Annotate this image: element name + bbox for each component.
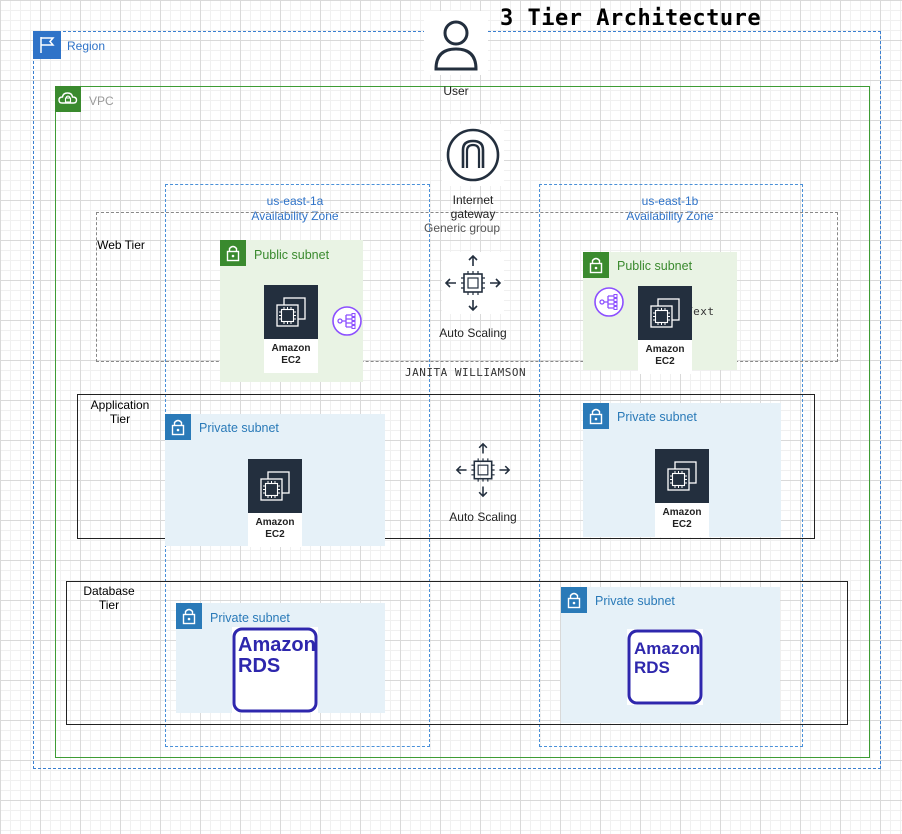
- user-label: User: [443, 84, 469, 98]
- ec2-icon: [638, 286, 692, 340]
- database-tier-container: [66, 581, 848, 725]
- rds-label: Amazon RDS: [634, 639, 701, 677]
- lock-icon: [165, 414, 191, 440]
- az-a-name: us-east-1a: [266, 194, 324, 208]
- database-tier-label-line2: Tier: [98, 598, 120, 612]
- az-b-name: us-east-1b: [641, 194, 699, 208]
- igw-label-line2: gateway: [450, 207, 496, 221]
- database-tier-label-line1: Database: [83, 584, 135, 598]
- public-subnet-b-label: Public subnet: [617, 259, 693, 273]
- region-label: Region: [67, 39, 106, 53]
- generic-group-container: [96, 212, 838, 362]
- internet-gateway-label: Internet gateway: [432, 193, 514, 221]
- lock-icon: [583, 252, 609, 278]
- auto-scaling-app-label: Auto Scaling: [449, 510, 517, 524]
- web-tier-label: Web Tier: [97, 238, 145, 252]
- application-tier-container: [77, 394, 815, 539]
- lock-icon: [561, 587, 587, 613]
- stray-text-label: Text: [686, 305, 715, 318]
- rds-label-line2: RDS: [634, 658, 670, 677]
- ec2-label: Amazon EC2: [655, 507, 709, 531]
- ec2-label-line1: Amazon: [271, 343, 311, 354]
- load-balancer-icon: [331, 305, 363, 337]
- rds-label-line1: Amazon: [634, 639, 701, 658]
- private-subnet-app-b-label: Private subnet: [617, 410, 697, 424]
- ec2-icon: [248, 459, 302, 513]
- lock-icon: [176, 603, 202, 629]
- ec2-label: Amazon EC2: [264, 343, 318, 367]
- ec2-label-line2: EC2: [281, 355, 301, 366]
- application-tier-label-line1: Application: [90, 398, 150, 412]
- generic-group-label: Generic group: [424, 221, 501, 235]
- vpc-container: [55, 86, 870, 758]
- application-tier-label-line2: Tier: [109, 412, 131, 426]
- internet-gateway-icon: [442, 124, 504, 186]
- database-tier-label: Database Tier: [74, 584, 144, 612]
- ec2-label-line1: Amazon: [645, 344, 685, 355]
- region-flag-icon: [33, 31, 61, 59]
- ec2-icon: [655, 449, 709, 503]
- public-subnet-a-label: Public subnet: [254, 248, 330, 262]
- vpc-cloud-icon: [55, 86, 81, 112]
- rds-label: Amazon RDS: [238, 634, 316, 677]
- private-subnet-db-a-label: Private subnet: [210, 611, 290, 625]
- rds-icon: Amazon RDS: [232, 627, 318, 713]
- application-tier-label: Application Tier: [80, 398, 160, 426]
- lock-icon: [220, 240, 246, 266]
- private-subnet-app-a-label: Private subnet: [199, 421, 279, 435]
- private-subnet-db-b-label: Private subnet: [595, 594, 675, 608]
- ec2-label-line2: EC2: [655, 356, 675, 367]
- ec2-label-line2: EC2: [672, 519, 692, 530]
- igw-label-line1: Internet: [452, 193, 494, 207]
- ec2-label-line1: Amazon: [662, 507, 702, 518]
- ec2-web-a: Amazon EC2: [264, 285, 318, 373]
- author-label: JANITA WILLIAMSON: [405, 366, 527, 379]
- auto-scaling-web-label: Auto Scaling: [439, 326, 507, 340]
- auto-scaling-icon: [442, 252, 504, 314]
- rds-label-line2: RDS: [238, 655, 281, 677]
- vpc-label: VPC: [89, 94, 114, 108]
- lock-icon: [583, 403, 609, 429]
- diagram-title: 3 Tier Architecture: [500, 6, 762, 31]
- rds-icon: Amazon RDS: [627, 629, 703, 705]
- ec2-web-b: Amazon EC2: [638, 286, 692, 374]
- ec2-icon: [264, 285, 318, 339]
- load-balancer-icon: [593, 286, 625, 318]
- ec2-label-line1: Amazon: [255, 517, 295, 528]
- availability-zone-b: [539, 184, 803, 747]
- ec2-app-b: Amazon EC2: [655, 449, 709, 537]
- auto-scaling-icon: [453, 440, 513, 500]
- ec2-app-a: Amazon EC2: [248, 459, 302, 547]
- user-icon: [424, 11, 488, 75]
- rds-label-line1: Amazon: [238, 634, 316, 656]
- ec2-label: Amazon EC2: [248, 517, 302, 541]
- ec2-label: Amazon EC2: [638, 344, 692, 368]
- ec2-label-line2: EC2: [265, 529, 285, 540]
